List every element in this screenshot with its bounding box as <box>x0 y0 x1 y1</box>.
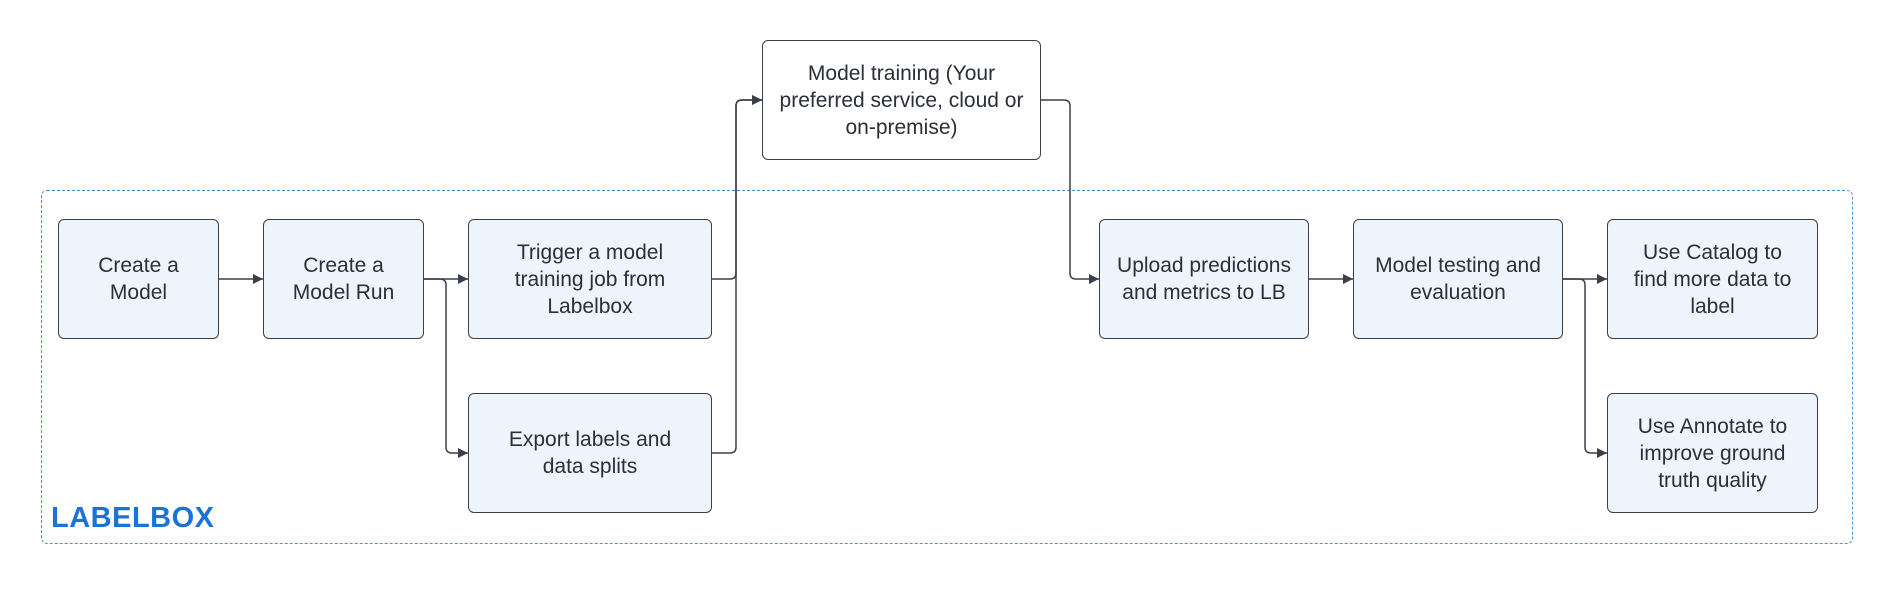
labelbox-group-label: LABELBOX <box>51 502 215 534</box>
node-upload-predictions: Upload predictions and metrics to LB <box>1099 219 1309 339</box>
node-export-labels: Export labels and data splits <box>468 393 712 513</box>
node-trigger-training-label: Trigger a model training job from Labelb… <box>514 240 666 318</box>
node-trigger-training: Trigger a model training job from Labelb… <box>468 219 712 339</box>
node-use-catalog: Use Catalog to find more data to label <box>1607 219 1818 339</box>
node-export-labels-label: Export labels and data splits <box>508 428 672 478</box>
node-upload-predictions-label: Upload predictions and metrics to LB <box>1117 254 1291 304</box>
node-model-training: Model training (Your preferred service, … <box>762 40 1041 160</box>
edge-model-testing-to-annotate <box>1563 278 1607 458</box>
node-model-testing: Model testing and evaluation <box>1353 219 1563 339</box>
node-model-testing-label: Model testing and evaluation <box>1375 254 1541 304</box>
labelbox-group-frame <box>41 190 1853 544</box>
edge-model-training-to-upload <box>1041 99 1099 284</box>
edge-trigger-to-model-training <box>712 95 762 280</box>
node-create-model-run: Create a Model Run <box>263 219 424 339</box>
node-create-model-label: Create a Model <box>98 254 179 304</box>
node-use-catalog-label: Use Catalog to find more data to label <box>1633 240 1792 318</box>
edge-export-to-model-training <box>712 95 762 454</box>
node-use-annotate: Use Annotate to improve ground truth qua… <box>1607 393 1818 513</box>
node-create-model: Create a Model <box>58 219 219 339</box>
node-model-training-label: Model training (Your preferred service, … <box>779 61 1024 139</box>
edge-model-run-to-export <box>424 278 468 458</box>
node-create-model-run-label: Create a Model Run <box>292 254 395 304</box>
node-use-annotate-label: Use Annotate to improve ground truth qua… <box>1637 414 1788 492</box>
